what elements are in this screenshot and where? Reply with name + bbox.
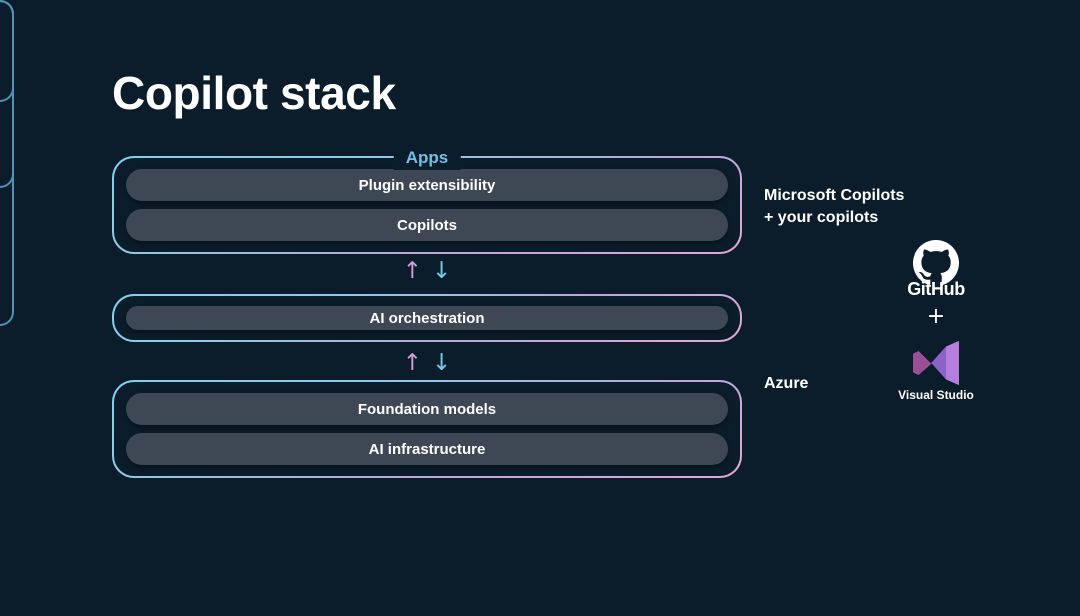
- arrow-up-icon: ↑: [402, 349, 422, 376]
- annotation-copilots-line1: Microsoft Copilots: [764, 187, 905, 204]
- group-box-apps: Apps Plugin extensibility Copilots: [112, 146, 742, 254]
- stack-row-plugin-extensibility[interactable]: Plugin extensibility: [126, 169, 728, 201]
- stack-row-copilots[interactable]: Copilots: [126, 209, 728, 241]
- connector-apps-to-orchestration: ↑ ↓: [112, 254, 742, 288]
- group-legend-apps: Apps: [393, 146, 461, 170]
- group-box-foundation: Foundation models AI infrastructure: [112, 380, 742, 478]
- annotation-microsoft-copilots: Microsoft Copilots + your copilots: [764, 185, 904, 228]
- brace-dev-tools: [0, 0, 14, 616]
- slide-canvas: Copilot stack Apps Plugin extensibility …: [0, 0, 982, 478]
- arrow-down-icon: ↓: [432, 349, 452, 376]
- github-octocat-icon: [913, 240, 959, 285]
- plus-separator: +: [926, 304, 946, 329]
- stack-row-ai-infrastructure[interactable]: AI infrastructure: [126, 433, 728, 465]
- page-title: Copilot stack: [112, 67, 396, 119]
- stack-row-ai-orchestration[interactable]: AI orchestration: [126, 306, 728, 330]
- logo-github: GitHub: [898, 240, 974, 298]
- annotation-azure: Azure: [764, 375, 809, 392]
- connector-orchestration-to-foundation: ↑ ↓: [112, 346, 742, 380]
- annotation-copilots-line2: + your copilots: [764, 208, 879, 226]
- group-box-orchestration: AI orchestration: [112, 294, 742, 342]
- arrow-up-icon: ↑: [402, 257, 422, 284]
- arrow-down-icon: ↓: [432, 257, 452, 284]
- visual-studio-wordmark: Visual Studio: [898, 388, 974, 402]
- github-wordmark: GitHub: [907, 279, 965, 299]
- logo-visual-studio: Visual Studio: [890, 340, 982, 401]
- visual-studio-icon: [913, 340, 959, 386]
- stack-row-foundation-models[interactable]: Foundation models: [126, 393, 728, 425]
